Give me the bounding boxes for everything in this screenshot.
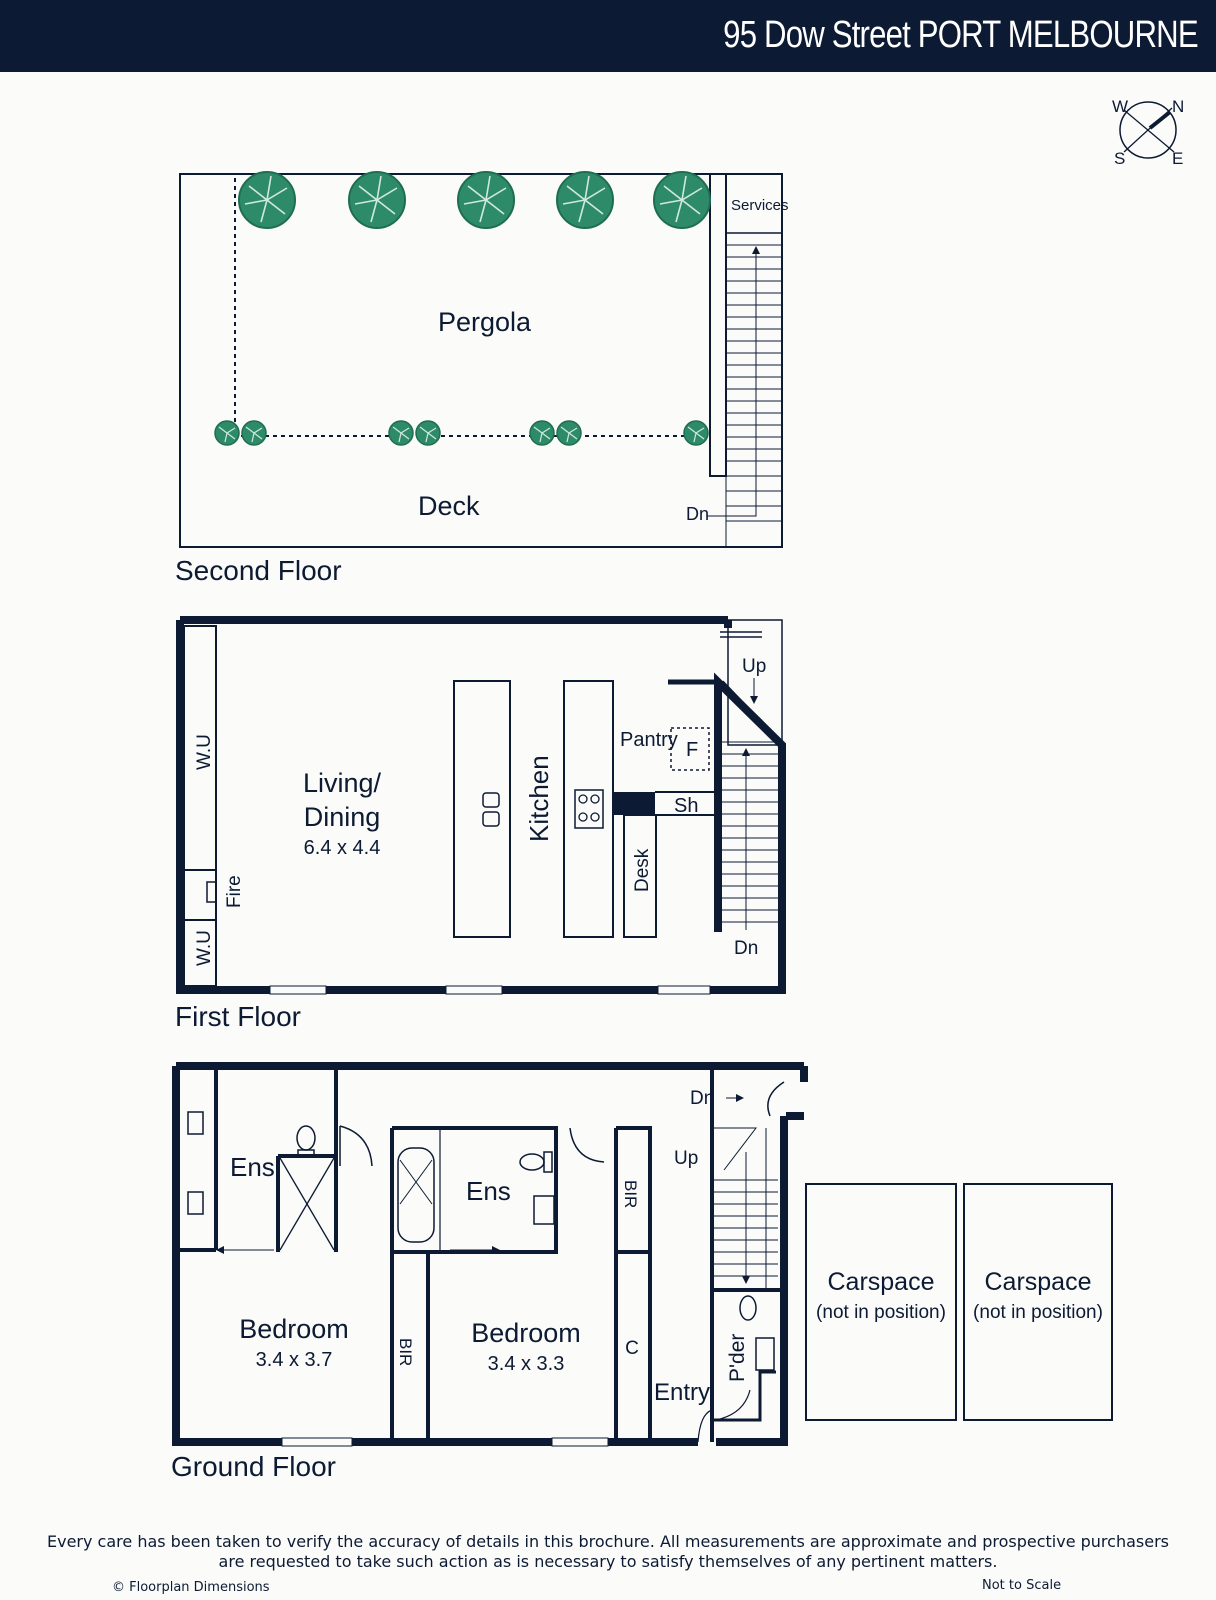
sink-icon xyxy=(482,792,500,827)
fridge-label: F xyxy=(686,739,698,761)
bathtub-icon xyxy=(397,1147,435,1243)
shrub-icon xyxy=(214,420,240,446)
tree-icon xyxy=(653,171,711,229)
vanity-icon xyxy=(755,1337,775,1371)
shelf-label: Sh xyxy=(674,795,698,817)
bir-mid-label: BIR xyxy=(396,1338,415,1366)
property-address-title: 95 Dow Street PORT MELBOURNE xyxy=(723,14,1198,56)
cupboard-label: C xyxy=(625,1338,639,1359)
pergola-label: Pergola xyxy=(438,307,532,337)
living-label: Living/ xyxy=(303,768,382,798)
carspace1-note: (not in position) xyxy=(816,1302,946,1323)
shrub-icon xyxy=(241,420,267,446)
cooktop-icon xyxy=(574,789,604,829)
bedroom1-label: Bedroom xyxy=(239,1314,349,1344)
ens-mid-label: Ens xyxy=(466,1176,511,1206)
disclaimer: Every care has been taken to verify the … xyxy=(0,1532,1216,1572)
second-floor-dn-label: Dn xyxy=(686,504,709,524)
carspace1-label: Carspace xyxy=(828,1268,935,1296)
powder-label: P'der xyxy=(726,1334,749,1382)
wu-bottom-label: W.U xyxy=(194,930,215,966)
toilet-icon xyxy=(296,1125,316,1157)
shrub-icon xyxy=(529,420,555,446)
dining-label: Dining xyxy=(304,802,381,832)
bedroom2-dimensions: 3.4 x 3.3 xyxy=(488,1353,565,1375)
deck-label: Deck xyxy=(418,491,480,521)
second-floor-stair-treads xyxy=(726,244,782,522)
disclaimer-line-1: Every care has been taken to verify the … xyxy=(47,1532,1169,1551)
first-floor-stair-treads xyxy=(718,741,782,923)
first-floor-plan: W.U W.U Fire Living/ Dining 6.4 x 4.4 Ki… xyxy=(175,616,786,1032)
compass-s-label: S xyxy=(1114,149,1125,168)
first-floor-heading: First Floor xyxy=(175,1001,301,1032)
bedroom1-dimensions: 3.4 x 3.7 xyxy=(256,1349,333,1371)
living-dimensions: 6.4 x 4.4 xyxy=(304,837,381,859)
entry-label: Entry xyxy=(654,1379,710,1406)
second-floor-plan: Services Pergola Deck Dn Second Floor xyxy=(175,171,789,586)
toilet-icon xyxy=(739,1295,757,1321)
tree-icon xyxy=(556,171,614,229)
services-label: Services xyxy=(731,197,789,214)
fire-label: Fire xyxy=(224,875,245,908)
ground-floor-heading: Ground Floor xyxy=(171,1451,336,1482)
pantry-label: Pantry xyxy=(620,729,678,751)
not-to-scale-text: Not to Scale xyxy=(982,1578,1062,1593)
second-floor-heading: Second Floor xyxy=(175,555,342,586)
ground-floor-stair-treads xyxy=(712,1179,778,1277)
shrub-icon xyxy=(683,420,709,446)
shrub-icon xyxy=(415,420,441,446)
ground-floor-plan: Ens Ens Bedroom 3.4 x 3.7 Bedroom 3.4 x … xyxy=(171,1062,1113,1482)
first-floor-up-label: Up xyxy=(742,656,766,677)
compass-w-label: W xyxy=(1112,97,1128,116)
compass-n-label: N xyxy=(1172,97,1184,116)
tree-icon xyxy=(457,171,515,229)
first-floor-dn-label: Dn xyxy=(734,938,758,959)
shrub-icon xyxy=(556,420,582,446)
tree-icon xyxy=(238,171,296,229)
tree-icon xyxy=(348,171,406,229)
ground-floor-up-label: Up xyxy=(674,1148,698,1169)
copyright-text: © Floorplan Dimensions xyxy=(112,1580,270,1595)
compass-e-label: E xyxy=(1172,149,1183,168)
header-bar: 95 Dow Street PORT MELBOURNE xyxy=(0,0,1216,72)
disclaimer-line-2: are requested to take such action as is … xyxy=(218,1552,998,1571)
carspace2-note: (not in position) xyxy=(973,1302,1103,1323)
shrub-icon xyxy=(388,420,414,446)
vanity-icon xyxy=(533,1195,555,1225)
wu-top-label: W.U xyxy=(194,734,215,770)
kitchen-label: Kitchen xyxy=(524,755,554,842)
desk-label: Desk xyxy=(632,848,653,892)
carspace-2 xyxy=(963,1183,1113,1421)
bir-right-label: BIR xyxy=(621,1180,640,1208)
carspace2-label: Carspace xyxy=(985,1268,1092,1296)
ens-left-label: Ens xyxy=(230,1152,275,1182)
toilet-icon xyxy=(519,1151,553,1173)
ground-floor-dn-label: Dn xyxy=(690,1088,714,1109)
second-floor-stair-arrow xyxy=(707,246,760,517)
bedroom2-label: Bedroom xyxy=(471,1318,581,1348)
compass-icon: W N S E xyxy=(1112,97,1184,168)
carspace-1 xyxy=(805,1183,957,1421)
